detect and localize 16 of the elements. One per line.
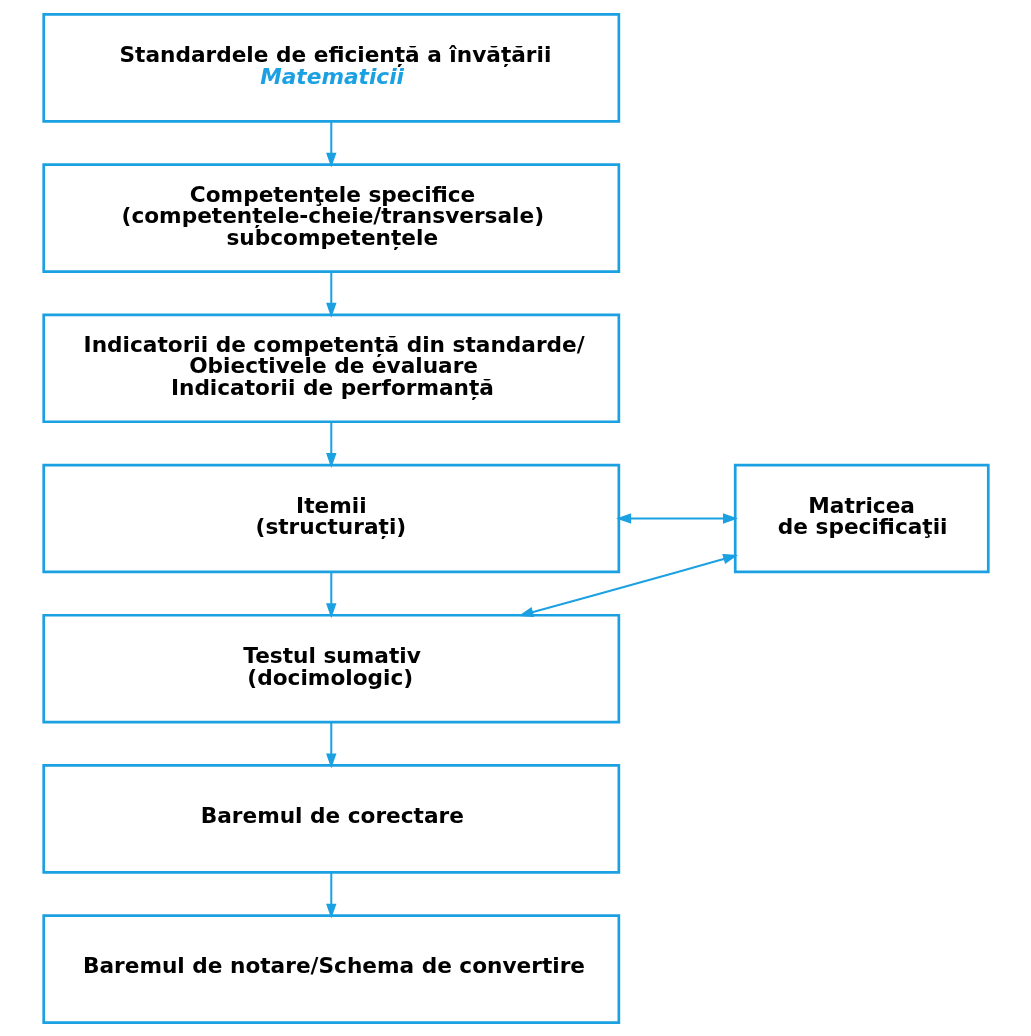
arrow xyxy=(615,512,738,524)
node-box: Itemii (structurați) xyxy=(41,463,620,573)
arrow xyxy=(325,722,336,768)
node-box: Baremul de notare/Schema de convertire xyxy=(41,913,620,1024)
arrow xyxy=(325,571,336,618)
node-box: Baremul de corectare xyxy=(41,763,620,874)
node-box: Standardele de eficiență a învățării Matematicii xyxy=(41,12,620,123)
arrow xyxy=(325,421,336,468)
arrow xyxy=(325,271,336,318)
node-box: Competenţele specifice (competențele-cheie/transversale) subcompetențele xyxy=(41,162,620,273)
node-box: Testul sumativ (docimologic) xyxy=(41,613,620,723)
node-box: Matricea de specificaţii xyxy=(733,463,990,573)
node-box: Indicatorii de competență din standarde/ Obiectivele de evaluare Indicatorii de performanță xyxy=(41,313,620,423)
arrow xyxy=(325,872,336,919)
arrow xyxy=(518,553,738,617)
arrow xyxy=(325,121,336,168)
